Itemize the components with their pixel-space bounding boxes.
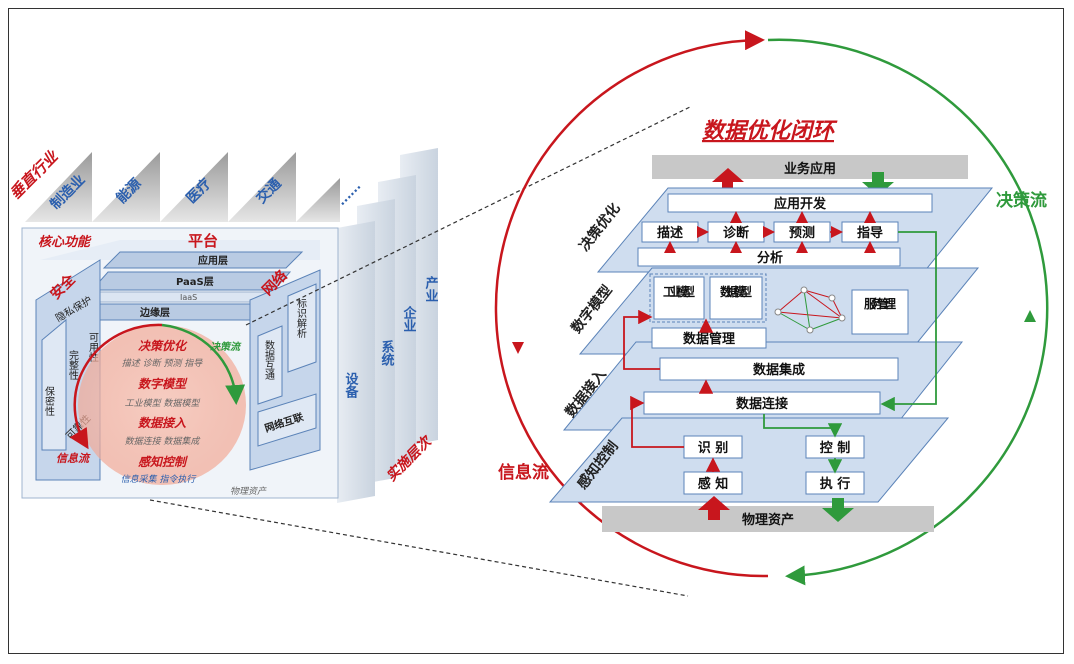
- platform-layer-iaas: IaaS: [180, 293, 197, 302]
- loop-access-sub: 数据连接 数据集成: [125, 436, 202, 447]
- down-arrow-physical: [822, 498, 854, 522]
- industrial-model-box: [653, 276, 705, 320]
- physical-assets-label: 物理资产: [742, 512, 794, 528]
- decision-flow-arrows: [763, 231, 937, 474]
- physical-assets-bar: [602, 506, 934, 532]
- impl-level-system: 系统: [379, 339, 395, 367]
- platform-layer-paas: PaaS层: [176, 276, 214, 288]
- up-arrow-business: [712, 168, 744, 194]
- loop-info-flow: 信息流: [56, 452, 91, 465]
- dashed-connector-bottom: [149, 499, 689, 597]
- decision-internal-arrows: [664, 211, 876, 253]
- loop-decision-flow: 决策流: [210, 341, 242, 353]
- data-model-label: 数据模型: [720, 284, 752, 299]
- sense-label: 感 知: [698, 476, 729, 492]
- loop-sense: 感知控制: [138, 455, 188, 469]
- impl-level-enterprise: 企业: [401, 305, 418, 332]
- info-flow-arc: [494, 30, 769, 578]
- implementation-level-panels: 设备 系统 企业 产业 实施层次: [337, 148, 438, 503]
- inner-loop: 决策优化 描述 诊断 预测 指导 数字模型 工业模型 数据模型 数据接入 数据连…: [56, 323, 246, 485]
- up-arrow-physical: [698, 496, 730, 520]
- analysis-guide-label: 指导: [857, 225, 883, 241]
- right-info-flow: 信息流: [498, 462, 549, 483]
- industry-tabs: 制造业 能源 医疗 交通 ...... 垂直行业: [6, 146, 363, 222]
- loop-decision: 决策优化: [138, 339, 188, 353]
- execute-label: 执 行: [820, 476, 851, 492]
- data-connection-label: 数据连接: [736, 396, 788, 412]
- layer-decision-label: 决策优化: [576, 200, 624, 255]
- dashed-connector-top: [245, 105, 693, 326]
- figure-frame: [8, 8, 1064, 654]
- info-flow-arrows: [623, 309, 721, 472]
- network-graph-icon: [774, 286, 846, 334]
- service-mgmt-box: [851, 289, 909, 335]
- platform-label: 平台: [188, 232, 218, 250]
- data-mgmt-label: 数据管理: [683, 331, 735, 347]
- security-availability: 可用性: [87, 332, 99, 363]
- app-dev-label: 应用开发: [774, 196, 827, 212]
- right-title: 数据优化闭环: [702, 119, 838, 144]
- platform-layers: 应用层 PaaS层 IaaS 边缘层: [72, 251, 304, 321]
- right-decision-flow: 决策流: [996, 190, 1047, 211]
- data-model-box: [709, 276, 763, 320]
- business-app-label: 业务应用: [784, 161, 836, 177]
- analysis-describe-label: 描述: [657, 225, 683, 241]
- loop-access: 数据接入: [138, 416, 186, 430]
- network-data-interop: 数据互通: [263, 339, 275, 380]
- loop-model-sub: 工业模型 数据模型: [125, 398, 201, 409]
- security-integrity: 完整性: [67, 349, 79, 381]
- security-confidentiality: 保密性: [43, 385, 55, 417]
- impl-level-industry: 产业: [423, 275, 439, 302]
- decision-flow-arc: [767, 38, 1049, 586]
- analysis-predict-label: 预测: [789, 225, 815, 241]
- loop-decision-sub: 描述 诊断 预测 指导: [122, 358, 204, 369]
- data-integration-label: 数据集成: [753, 362, 805, 378]
- left-physical-assets: 物理资产: [230, 486, 267, 497]
- left-cube-diagram: 制造业 能源 医疗 交通 ...... 垂直行业 设备 系统 企业 产业 实施层…: [6, 146, 438, 503]
- business-app-bar: [652, 155, 968, 179]
- loop-sense-sub: 信息采集 指令执行: [121, 474, 198, 485]
- service-mgmt-label: 服务管理: [864, 296, 896, 311]
- network-side: 网络 标识解析 数据互通 网络互联: [249, 267, 321, 471]
- right-loop-diagram: 数据优化闭环 决策流 信息流 业务应用 决策优化 数字模型 数据接入 感知控制 …: [494, 30, 1049, 586]
- loop-model: 数字模型: [138, 377, 188, 391]
- industrial-model-label: 工业模型: [663, 284, 695, 299]
- control-label: 控 制: [820, 440, 851, 456]
- down-arrow-business: [862, 172, 894, 196]
- impl-level-device: 设备: [343, 372, 360, 399]
- core-function-label: 核心功能: [38, 234, 92, 250]
- analysis-diagnose-label: 诊断: [723, 225, 749, 241]
- analysis-box: [637, 247, 901, 267]
- recognize-label: 识 别: [698, 441, 729, 456]
- network-identifier: 标识解析: [295, 298, 307, 339]
- platform-layer-app: 应用层: [198, 254, 228, 267]
- analysis-label: 分析: [757, 250, 783, 266]
- platform-layer-edge: 边缘层: [139, 306, 170, 319]
